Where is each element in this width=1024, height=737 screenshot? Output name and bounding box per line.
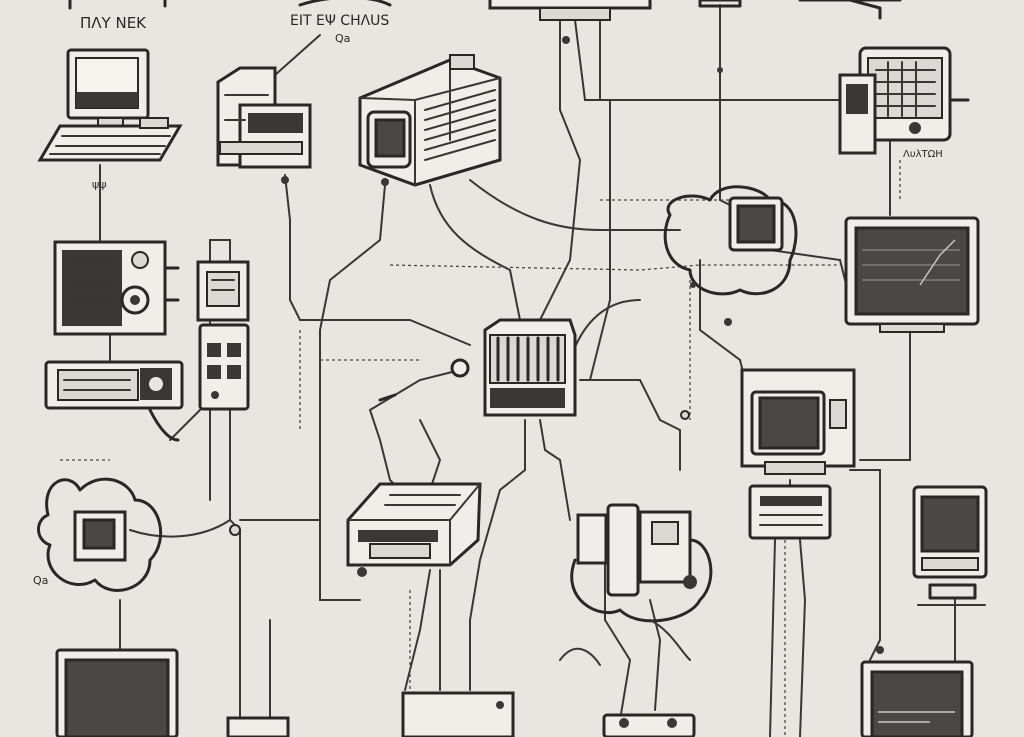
desktop-computer: ψψ — [37, 48, 183, 191]
server-box — [216, 66, 312, 184]
control-panel: ΛυλΤΩΗ — [838, 46, 970, 160]
projector — [358, 54, 502, 187]
hand-device: Qa — [33, 477, 163, 592]
small-monitor-right — [912, 485, 988, 606]
monitor-bottom-right — [860, 660, 974, 737]
rack-unit-left — [44, 360, 184, 442]
top-label-center: ΕΙΤ ΕΨ CΗΛUS Qa — [274, 0, 392, 76]
laptop-bottom-left — [55, 648, 290, 737]
terminal-bottom-center — [401, 691, 696, 737]
small-camera-monitor — [663, 185, 798, 296]
radio-unit — [53, 240, 180, 336]
connector-dots — [229, 36, 884, 654]
switch-box — [748, 484, 832, 540]
label-top-center: ΕΙΤ ΕΨ CΗΛUS — [290, 13, 389, 29]
label-bottom-left-small: Qa — [33, 574, 48, 587]
label-right-small: ΛυλΤΩΗ — [903, 149, 943, 160]
label-top-center-sub: Qa — [335, 32, 350, 45]
monitor-right — [844, 216, 980, 333]
label-top-left: ΠΛΥ ΝΕΚ — [80, 14, 147, 32]
robot-hand — [559, 503, 713, 666]
central-router — [378, 318, 577, 417]
top-edge-devices — [488, 0, 902, 21]
printer-box — [346, 482, 482, 577]
crt-monitor — [740, 368, 856, 475]
tower-pc — [196, 260, 250, 411]
label-left-small: ψψ — [92, 178, 107, 191]
top-label-left: ΠΛΥ ΝΕΚ — [68, 0, 167, 32]
